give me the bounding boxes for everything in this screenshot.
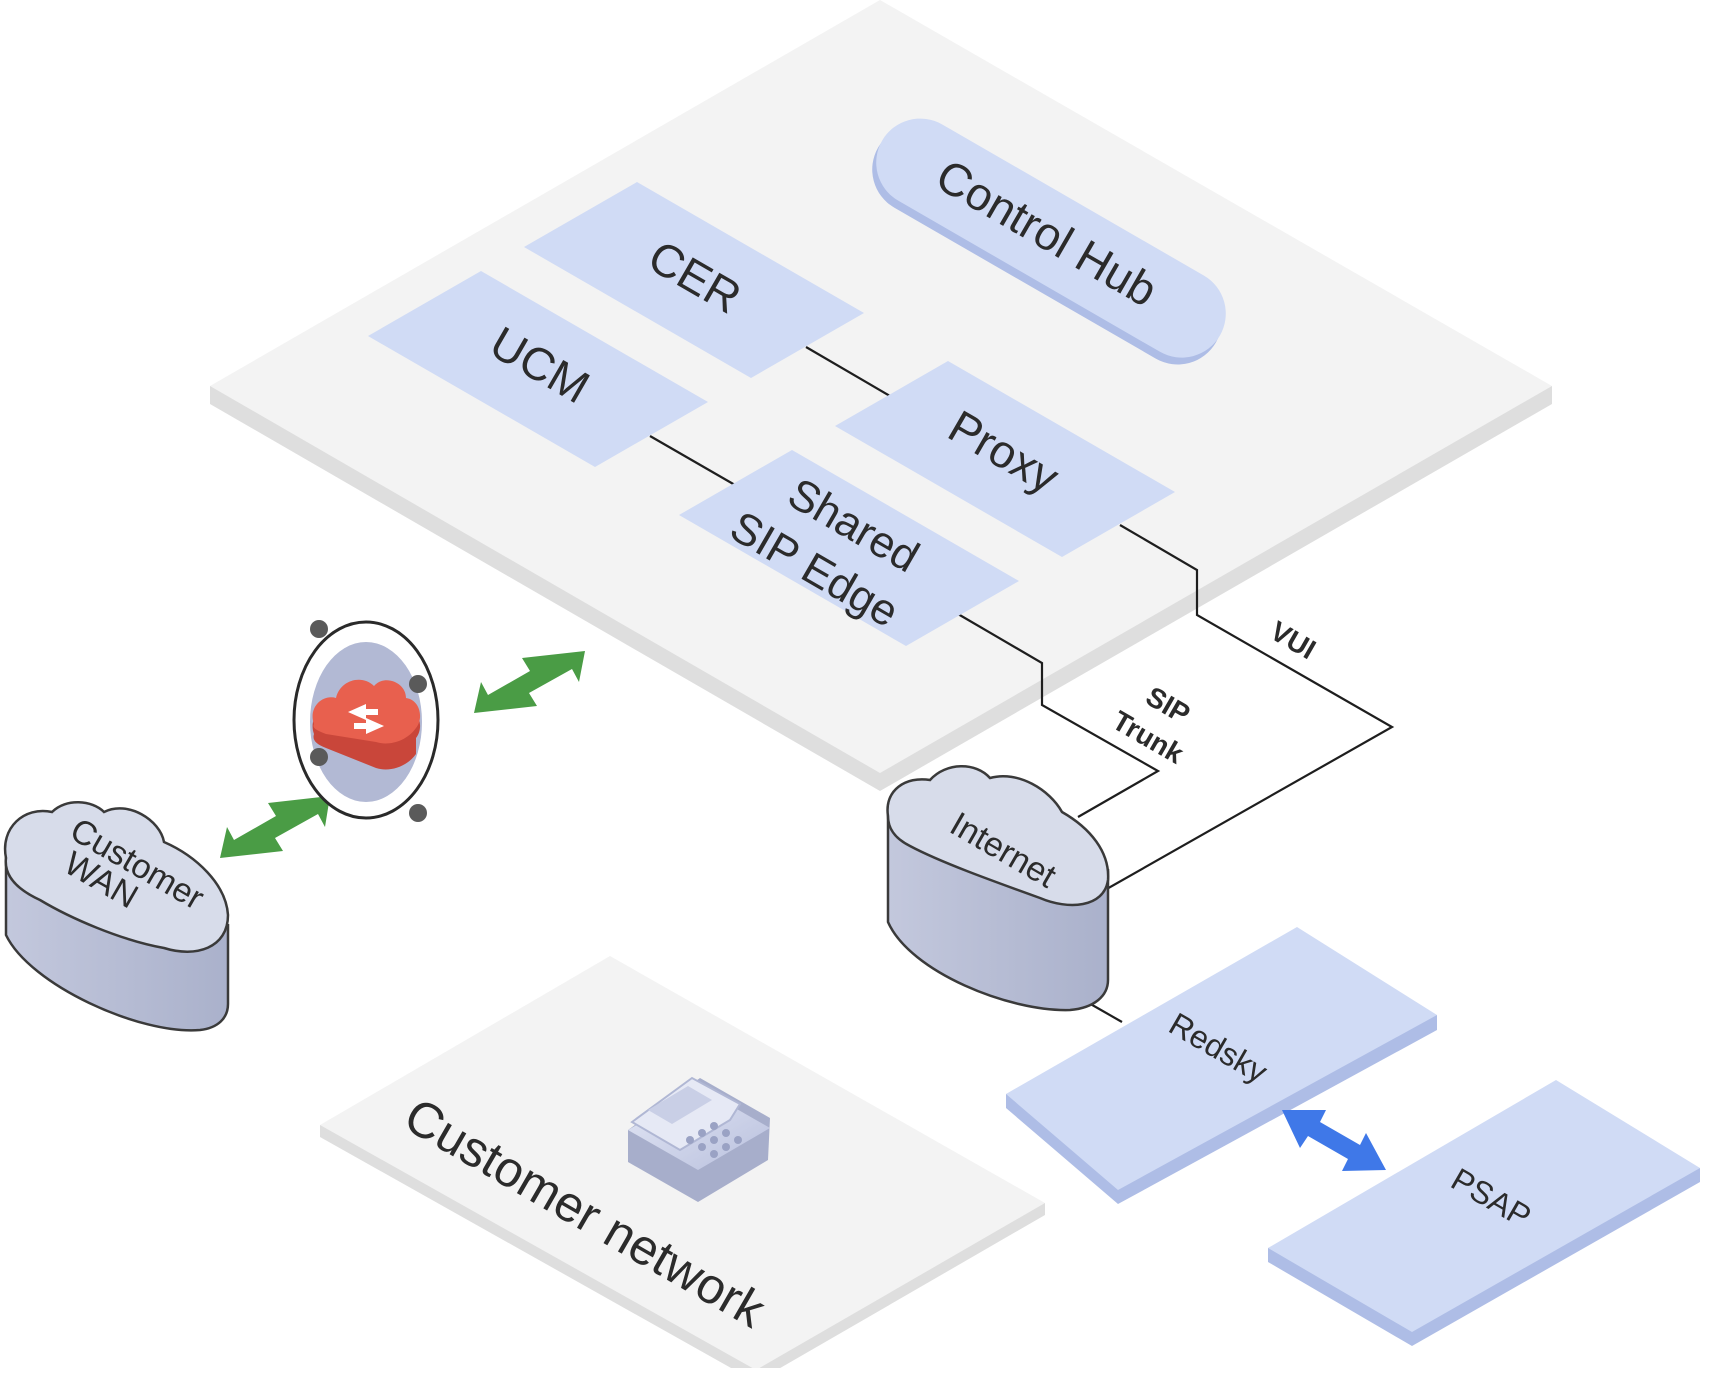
- connection-lines: [649, 346, 1395, 1023]
- redsky-node: Redsky: [1006, 927, 1437, 1204]
- cer-node: CER: [524, 182, 864, 378]
- link-cer-proxy: [805, 346, 891, 397]
- link-ucm-shared-sip-edge: [649, 435, 736, 486]
- green-double-arrow-lower: [220, 796, 330, 858]
- blue-double-arrow: [1282, 1110, 1386, 1171]
- link-sip-trunk: [957, 613, 1161, 818]
- ucm-node: UCM: [368, 271, 708, 467]
- router-cloud-icon: [292, 620, 440, 822]
- desk-phone-icon: [628, 1076, 770, 1202]
- green-double-arrow-upper: [474, 651, 585, 713]
- psap-node: PSAP: [1268, 1080, 1700, 1346]
- link-vui: [1104, 524, 1395, 891]
- customer-wan-node: Customer WAN: [3, 801, 230, 1032]
- internet-node: Internet: [886, 765, 1110, 1012]
